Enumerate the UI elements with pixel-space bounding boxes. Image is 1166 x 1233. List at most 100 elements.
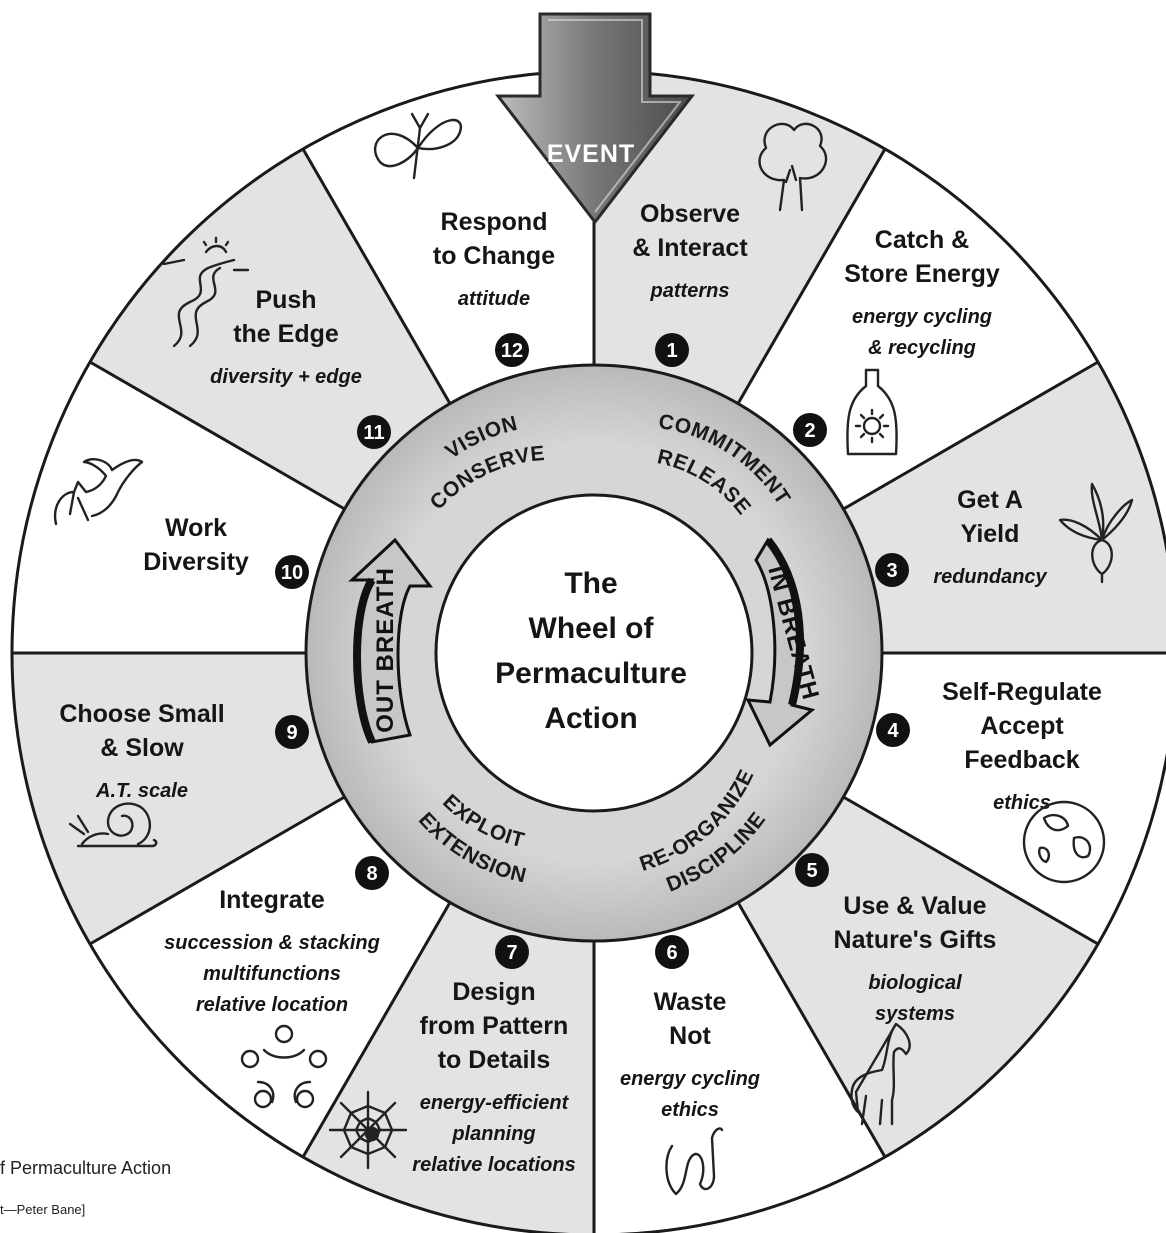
principle-1-subtitle-line-1: patterns	[650, 280, 730, 302]
principle-1-title-line-1: Observe	[640, 200, 740, 228]
principle-9-subtitle-line-1: A.T. scale	[95, 780, 188, 802]
snail-icon	[68, 802, 158, 848]
principle-7-subtitle-line-1: energy-efficient	[420, 1092, 570, 1114]
principle-6-subtitle-line-2: ethics	[661, 1099, 719, 1121]
principle-12-badge: 12	[495, 333, 529, 367]
center-title-line-4: Action	[544, 702, 637, 735]
principle-3: Get A Yield redundancy 3	[875, 486, 1048, 588]
radish-icon	[1058, 482, 1134, 584]
divider-6	[736, 901, 887, 1158]
principle-11-subtitle-line-1: diversity + edge	[210, 366, 362, 388]
globe-icon	[1022, 800, 1106, 884]
out-breath-label: OUT BREATH	[372, 567, 399, 733]
divider-2	[736, 148, 887, 405]
principle-2-title-line-1: Catch &	[875, 226, 969, 254]
principle-12-subtitle-line-1: attitude	[458, 288, 530, 310]
principle-5-subtitle-line-2: systems	[875, 1003, 955, 1025]
divider-5	[842, 795, 1099, 946]
principle-4-number: 4	[887, 720, 899, 742]
principle-4-title-line-3: Feedback	[964, 746, 1079, 774]
tree-icon	[758, 122, 828, 212]
principle-8-number: 8	[366, 863, 377, 885]
principle-9-title-line-1: Choose Small	[59, 700, 224, 728]
bird-icon	[53, 458, 144, 526]
principle-8-title-line-1: Integrate	[219, 886, 325, 914]
principle-labels: Observe & Interact patterns 1 Catch & Store E…	[59, 200, 1102, 1176]
principle-3-title-line-2: Yield	[961, 520, 1020, 548]
principle-4-subtitle-line-1: ethics	[993, 792, 1051, 814]
principle-1: Observe & Interact patterns 1	[632, 200, 748, 367]
principle-11-title-line-2: the Edge	[233, 320, 339, 348]
divider-8	[301, 901, 452, 1158]
principle-6-subtitle-line-1: energy cycling	[620, 1068, 760, 1090]
figure-caption: f Permaculture Action t—Peter Bane]	[0, 1158, 171, 1217]
center-title-line-2: Wheel of	[529, 612, 655, 645]
principle-2-title-line-2: Store Energy	[844, 260, 1000, 288]
principle-10-title-line-2: Diversity	[143, 548, 249, 576]
center-title-line-1: The	[564, 567, 617, 600]
principle-1-title-line-2: & Interact	[632, 234, 748, 262]
center-title-line-3: Permaculture	[495, 657, 687, 690]
principle-11-badge: 11	[357, 415, 391, 449]
horse-icon	[850, 1022, 911, 1126]
principle-6-number: 6	[666, 942, 677, 964]
principle-8-subtitle-line-3: relative location	[196, 994, 348, 1016]
principle-2-badge: 2	[793, 413, 827, 447]
principle-7-badge: 7	[495, 935, 529, 969]
principle-5-number: 5	[806, 860, 817, 882]
worm-icon	[665, 1127, 724, 1196]
principle-9-title-line-2: & Slow	[100, 734, 184, 762]
principle-8-subtitle-line-2: multifunctions	[203, 963, 341, 985]
principle-4-title-line-2: Accept	[980, 712, 1064, 740]
principle-6-title-line-1: Waste	[654, 988, 727, 1016]
principle-9-number: 9	[286, 722, 297, 744]
principle-3-subtitle-line-1: redundancy	[933, 566, 1047, 588]
event-label: EVENT	[547, 140, 635, 168]
principle-8-badge: 8	[355, 856, 389, 890]
principle-4-title-line-1: Self-Regulate	[942, 678, 1102, 706]
principle-7-subtitle-line-3: relative locations	[412, 1154, 575, 1176]
divider-9	[89, 795, 346, 946]
out-breath-arrow: OUT BREATH	[348, 537, 434, 744]
principle-3-badge: 3	[875, 553, 909, 587]
principle-5-subtitle-line-1: biological	[868, 972, 962, 994]
principle-10-title-line-1: Work	[165, 514, 227, 542]
principle-9-badge: 9	[275, 715, 309, 749]
caption-title: f Permaculture Action	[0, 1158, 171, 1178]
principle-2-number: 2	[804, 420, 815, 442]
principle-2-subtitle-line-1: energy cycling	[852, 306, 992, 328]
principle-8-subtitle-line-1: succession & stacking	[164, 932, 380, 954]
principle-7-title-line-3: to Details	[438, 1046, 551, 1074]
principle-1-badge: 1	[655, 333, 689, 367]
principle-11-number: 11	[363, 422, 384, 444]
principle-5-title-line-1: Use & Value	[843, 892, 986, 920]
divider-11	[89, 360, 346, 511]
segment-dividers	[12, 71, 1166, 1233]
flower-ring-icon	[240, 1024, 328, 1109]
principle-5-title-line-2: Nature's Gifts	[834, 926, 997, 954]
principle-icons	[53, 112, 1134, 1196]
principle-12-title-line-2: to Change	[433, 242, 555, 270]
principle-1-number: 1	[666, 340, 677, 362]
principle-7-title-line-1: Design	[452, 978, 535, 1006]
caption-credit: t—Peter Bane]	[0, 1202, 85, 1217]
center-title: The Wheel of Permaculture Action	[495, 567, 687, 735]
principle-3-title-line-1: Get A	[957, 486, 1023, 514]
principle-8: Integrate succession & stacking multifunct…	[164, 856, 389, 1016]
principle-6-badge: 6	[655, 935, 689, 969]
principle-5-badge: 5	[795, 853, 829, 887]
principle-6-title-line-2: Not	[669, 1022, 711, 1050]
butterfly-icon	[373, 112, 463, 180]
principle-7-number: 7	[506, 942, 517, 964]
center-disc	[434, 493, 754, 813]
